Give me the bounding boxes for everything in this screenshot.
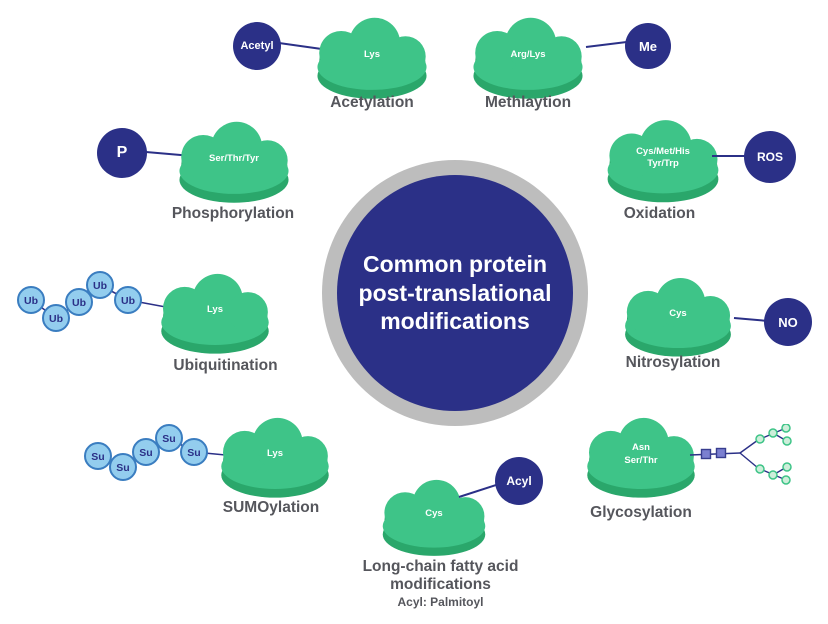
su-unit-label: Su	[91, 451, 104, 463]
su-unit-label: Su	[116, 462, 129, 474]
acetylation-label: Acetylation	[330, 94, 414, 111]
ros-badge-label: ROS	[756, 150, 783, 164]
center-title-line1: Common protein	[363, 250, 547, 277]
connector-line	[712, 155, 746, 157]
no-badge: NO	[764, 298, 812, 346]
center-title-line3: modifications	[380, 308, 530, 335]
me-badge: Me	[625, 23, 671, 69]
no-badge-label: NO	[778, 314, 798, 330]
su-unit-label: Su	[187, 447, 200, 459]
glycosylation-label: Glycosylation	[590, 504, 692, 521]
center-title: Common protein post-translational modifi…	[337, 175, 573, 411]
methylation-protein-cloud-icon: Arg/Lys	[462, 16, 594, 104]
acyl-badge-label: Acyl	[506, 474, 532, 488]
glycan-tree-icon	[689, 424, 792, 485]
ubiquitination-protein-cloud-icon: Lys	[150, 272, 280, 359]
acetylation-protein-cloud-icon: Lys	[306, 16, 438, 104]
nitrosylation-label: Nitrosylation	[625, 354, 721, 371]
su-unit-label: Su	[162, 433, 175, 445]
oxidation-protein-cloud-icon: Cys/Met/His Tyr/Trp	[596, 118, 730, 208]
longchain-label-line1: Long-chain fatty acid	[362, 558, 519, 575]
oxidation-label: Oxidation	[623, 205, 696, 222]
phospho-badge: P	[97, 128, 147, 178]
center-title-line2: post-translational	[358, 279, 552, 306]
ub-unit-label: Ub	[93, 280, 107, 292]
phospho-badge-label: P	[116, 144, 128, 161]
sumoylation-protein-cloud-icon: Lys	[210, 416, 340, 503]
acyl-badge: Acyl	[495, 457, 543, 505]
acetyl-badge: Acetyl	[233, 22, 281, 70]
longchain-sublabel: Acyl: Palmitoyl	[397, 594, 484, 609]
phosphorylation-label: Phosphorylation	[171, 205, 295, 222]
ub-unit-label: Ub	[24, 295, 38, 307]
nitrosylation-protein-cloud-icon: Cys	[614, 276, 742, 362]
ros-badge: ROS	[744, 131, 796, 183]
ub-chain-icon: Ub Ub Ub Ub Ub	[17, 271, 183, 332]
sumoylation-label: SUMOylation	[222, 499, 320, 516]
center-ring: Common protein post-translational modifi…	[322, 160, 588, 426]
longchain-label-line2: modifications	[390, 575, 491, 593]
ub-unit-label: Ub	[72, 297, 86, 309]
glycosylation-protein-cloud-icon: Asn Ser/Thr	[576, 416, 706, 503]
ub-unit-label: Ub	[121, 295, 135, 307]
methylation-label: Methlaytion	[484, 94, 572, 111]
phosphorylation-protein-cloud-icon: Ser/Thr/Tyr	[168, 120, 300, 208]
ub-unit-label: Ub	[49, 313, 63, 325]
sumo-chain-icon: Su Su Su Su Su	[84, 424, 237, 481]
me-badge-label: Me	[638, 38, 658, 54]
su-unit-label: Su	[139, 447, 152, 459]
ubiquitination-label: Ubiquitination	[173, 357, 278, 374]
acetyl-badge-label: Acetyl	[240, 40, 274, 52]
longchain-label: Long-chain fatty acid modifications Acyl…	[348, 558, 533, 609]
